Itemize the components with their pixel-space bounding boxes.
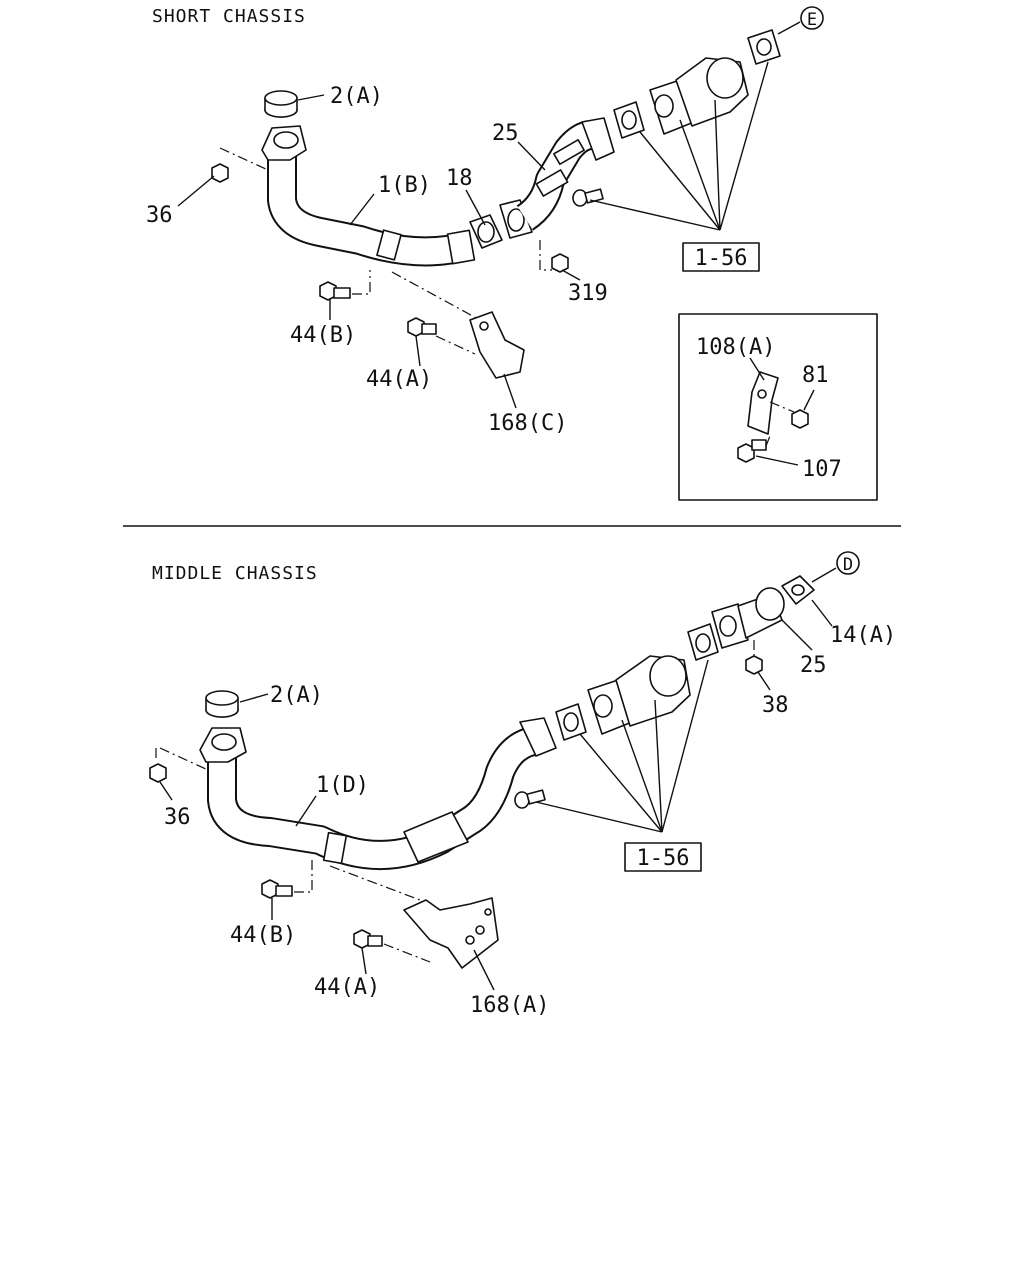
label-44a-top: 44(A) bbox=[366, 367, 432, 392]
ref-circle-d: D bbox=[811, 551, 860, 583]
label-81: 81 bbox=[802, 363, 829, 388]
gasket-14a bbox=[781, 575, 815, 605]
label-168c: 168(C) bbox=[488, 411, 567, 436]
front-pipe-1d bbox=[207, 717, 557, 870]
ref-d-label: D bbox=[843, 555, 853, 575]
ref-1-56-bottom-label: 1-56 bbox=[637, 846, 690, 871]
pipe-25-bottom bbox=[711, 587, 785, 649]
bracket-168a bbox=[403, 897, 499, 969]
catalytic-converter-bottom bbox=[587, 655, 691, 735]
top-flange bbox=[261, 125, 307, 161]
label-1d: 1(D) bbox=[316, 773, 369, 798]
gasket-e bbox=[747, 29, 781, 65]
label-14a: 14(A) bbox=[830, 623, 896, 648]
label-25-bottom: 25 bbox=[800, 653, 827, 678]
label-168a: 168(A) bbox=[470, 993, 549, 1018]
nut-38 bbox=[745, 655, 763, 675]
leader-lines-bottom bbox=[159, 599, 833, 991]
nut-319 bbox=[551, 253, 569, 273]
nut-36-bottom bbox=[149, 763, 167, 783]
label-319: 319 bbox=[568, 281, 608, 306]
bottom-flange bbox=[199, 727, 247, 763]
gasket-a bbox=[613, 101, 645, 139]
ref-e-label: E bbox=[807, 10, 817, 30]
label-2a-bottom: 2(A) bbox=[270, 683, 323, 708]
label-44b-top: 44(B) bbox=[290, 323, 356, 348]
catalytic-converter-top bbox=[649, 57, 749, 135]
section-title-middle-chassis: MIDDLE CHASSIS bbox=[152, 563, 318, 584]
label-36-bottom: 36 bbox=[164, 805, 191, 830]
label-44a-bottom: 44(A) bbox=[314, 975, 380, 1000]
label-18: 18 bbox=[446, 166, 473, 191]
label-1b: 1(B) bbox=[378, 173, 431, 198]
label-44b-bottom: 44(B) bbox=[230, 923, 296, 948]
ref-1-56-top-label: 1-56 bbox=[695, 246, 748, 271]
joint-flange bbox=[499, 199, 533, 239]
label-38: 38 bbox=[762, 693, 789, 718]
pipe-25 bbox=[516, 117, 615, 231]
bolt-44a-top bbox=[407, 317, 437, 337]
seal-ring-2a-bottom bbox=[205, 690, 239, 718]
gasket-18 bbox=[469, 214, 503, 249]
gasket-b1 bbox=[555, 703, 587, 741]
label-108a: 108(A) bbox=[696, 335, 775, 360]
label-107: 107 bbox=[802, 457, 842, 482]
bolt-44a-bottom bbox=[353, 929, 383, 949]
nut-36-top bbox=[211, 163, 229, 183]
ref-box-1-56-bottom: 1-56 bbox=[624, 842, 702, 872]
section-title-short-chassis: SHORT CHASSIS bbox=[152, 6, 306, 27]
bolt-44b-bottom bbox=[261, 879, 293, 899]
leader-lines-top bbox=[177, 61, 769, 409]
inset-box: 108(A) 81 107 bbox=[678, 313, 878, 501]
label-2a-top: 2(A) bbox=[330, 84, 383, 109]
bolt-top-mid bbox=[572, 188, 604, 207]
gasket-b2 bbox=[687, 623, 719, 661]
ref-box-1-56-top: 1-56 bbox=[682, 242, 760, 272]
ref-circle-e: E bbox=[777, 6, 824, 35]
label-36-top: 36 bbox=[146, 203, 173, 228]
bolt-44b-top bbox=[319, 281, 351, 301]
bolt-bottom-mid bbox=[514, 789, 546, 809]
label-25-top: 25 bbox=[492, 121, 519, 146]
front-pipe-1b bbox=[267, 150, 476, 267]
seal-ring-2a bbox=[264, 90, 298, 118]
bracket-168c bbox=[469, 311, 525, 379]
